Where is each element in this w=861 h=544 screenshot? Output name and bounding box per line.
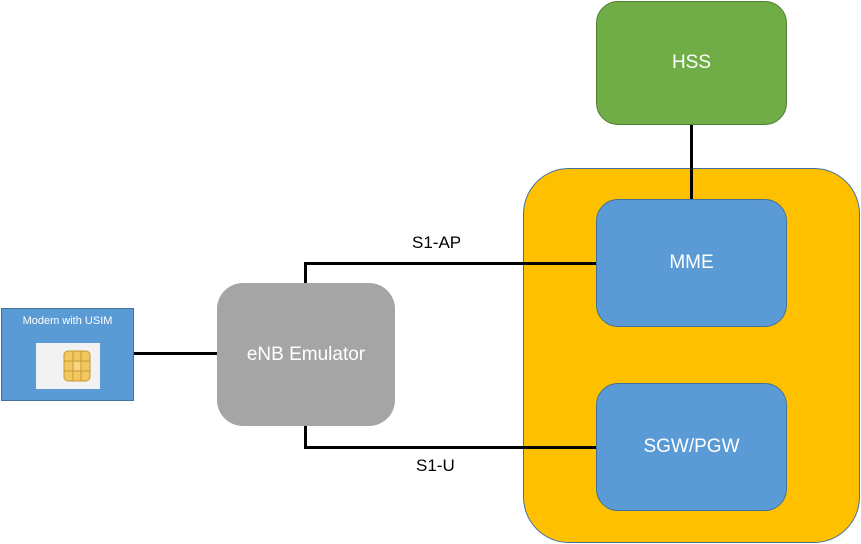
s1-u-link-vertical xyxy=(304,426,307,448)
s1-u-link-horizontal xyxy=(304,446,596,449)
mme-label: MME xyxy=(669,252,714,273)
enb-emulator-label: eNB Emulator xyxy=(246,343,366,365)
s1-u-label: S1-U xyxy=(416,456,455,475)
modem-label: Modem with USIM xyxy=(22,315,113,327)
sgw-pgw-label: SGW/PGW xyxy=(643,436,740,457)
hss-label: HSS xyxy=(671,52,712,73)
hss-node: HSS xyxy=(596,1,787,125)
s1-ap-link-vertical xyxy=(304,262,307,284)
mme-node: MME xyxy=(596,199,787,327)
s1-ap-link-horizontal xyxy=(304,262,596,265)
sim-card xyxy=(36,343,100,389)
sgw-pgw-node: SGW/PGW xyxy=(596,383,787,511)
sim-card-icon xyxy=(36,343,100,389)
hss-mme-link xyxy=(690,125,693,199)
s1-ap-label: S1-AP xyxy=(412,233,462,252)
modem-node: Modem with USIM xyxy=(1,308,134,401)
modem-enb-link xyxy=(134,352,217,355)
enb-emulator-node: eNB Emulator xyxy=(217,283,395,426)
